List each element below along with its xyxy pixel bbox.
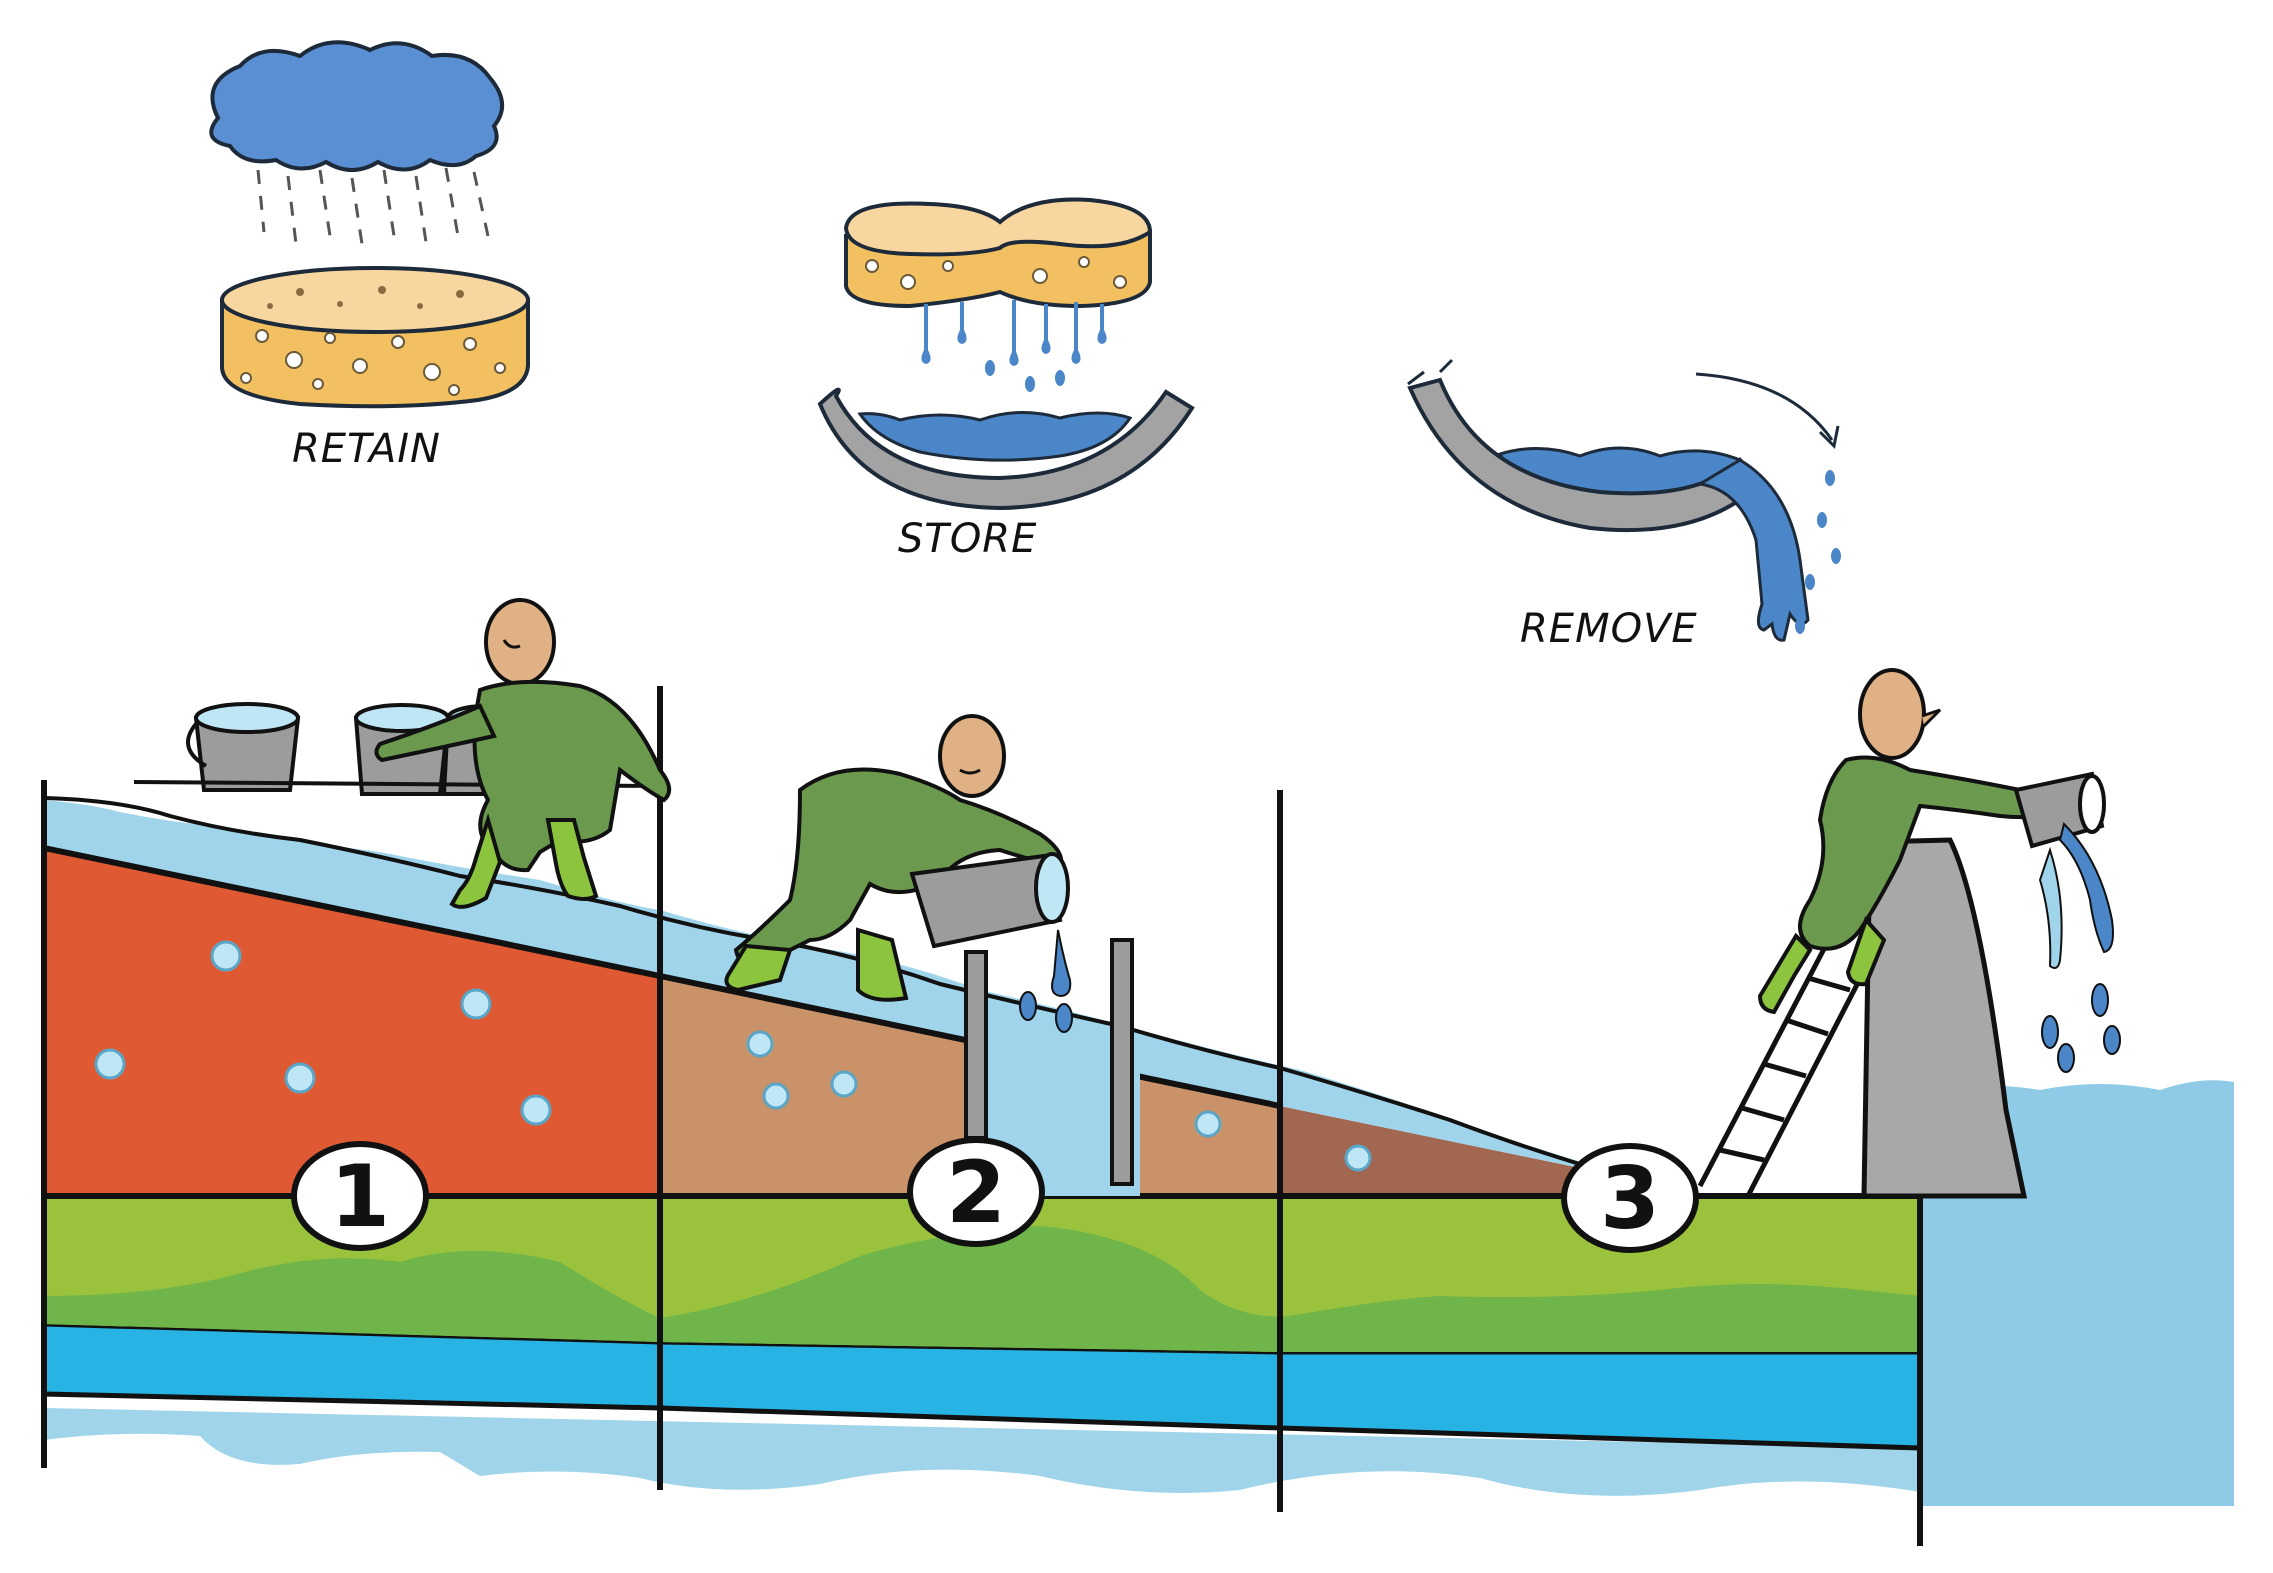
bucket-icon: [909, 852, 1070, 949]
squeezed-sponge-icon: [843, 197, 1153, 392]
zone-markers: 1 2 3: [291, 1137, 1699, 1253]
person-figure: [1757, 668, 2069, 1015]
caption-store: STORE: [898, 516, 1038, 562]
dam-outflow: [2038, 822, 2121, 1073]
person-figure: [374, 598, 672, 909]
groundwater-deep: [44, 1408, 1920, 1496]
soil-droplets: [94, 940, 1372, 1172]
bucket-icon: [186, 702, 301, 792]
grass-layer-dark: [44, 1226, 1920, 1352]
pour-droplets: [1019, 929, 1073, 1033]
dam-icon: [1861, 837, 2028, 1199]
rain-cloud-icon: [209, 40, 504, 245]
person-figure: [724, 714, 1063, 1002]
caption-retain: RETAIN: [292, 426, 441, 472]
bowl-icon: [817, 387, 1195, 511]
zone-number-3: 3: [1600, 1149, 1660, 1249]
zone-number-2: 2: [946, 1143, 1006, 1243]
soil-zone-1: [44, 848, 660, 1196]
pond-posts: [964, 938, 1134, 1186]
sponge-icon: [220, 266, 530, 409]
caption-remove: REMOVE: [1520, 606, 1698, 652]
surface-water-outline: [43, 796, 1701, 1198]
zone-number-1: 1: [330, 1147, 390, 1247]
tilted-bowl-icon: [1407, 358, 1841, 642]
bucket-icon: [2013, 771, 2106, 849]
